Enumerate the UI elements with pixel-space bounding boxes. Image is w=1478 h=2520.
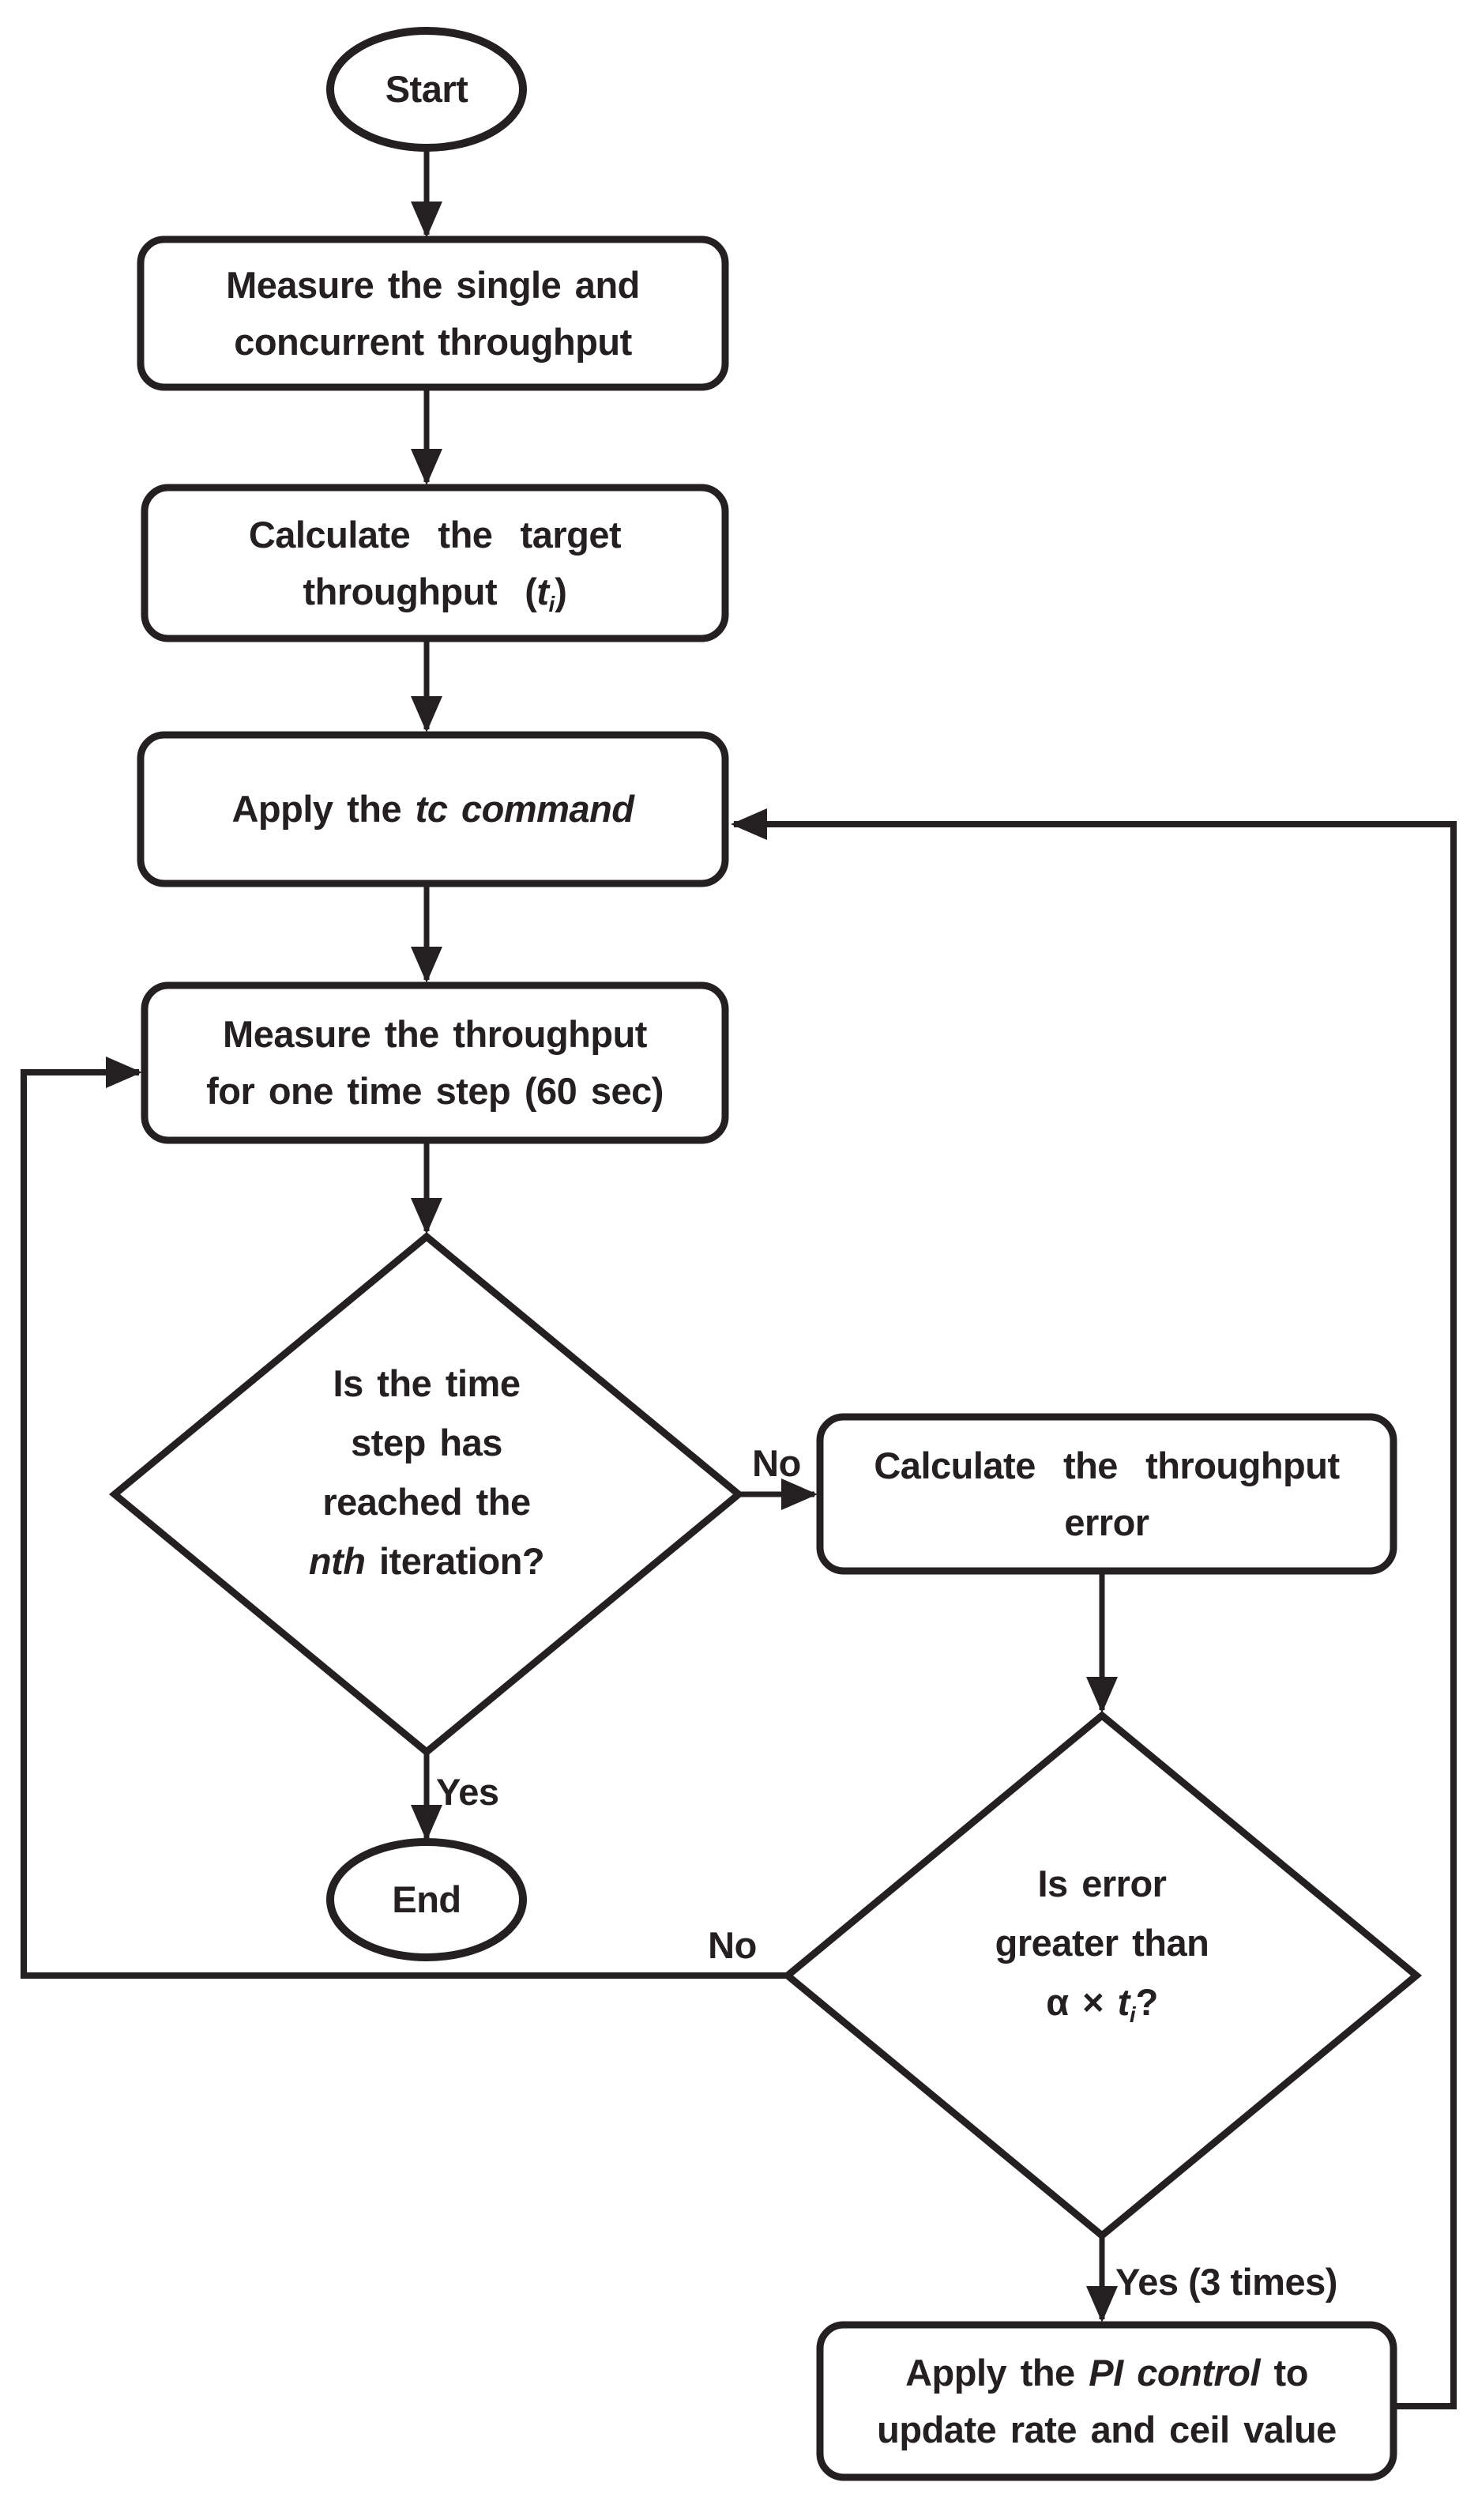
decision-iteration-nth: nth xyxy=(308,1540,366,1582)
decision-error-alpha: α × xyxy=(1046,1980,1118,2023)
calc-error-line1: Calculate the throughput xyxy=(874,1444,1340,1486)
measure-step-line2: for one time step (60 sec) xyxy=(206,1070,664,1112)
start-text: Start xyxy=(385,68,468,110)
decision-error-variable-subscript: i xyxy=(1129,2002,1136,2027)
calc-error-label: Calculate the throughput error xyxy=(820,1417,1393,1571)
start-node xyxy=(326,27,527,152)
measure-step-line1: Measure the throughput xyxy=(223,1013,647,1055)
calc-error-node xyxy=(816,1413,1397,1575)
apply-pi-control: PI control xyxy=(1089,2351,1260,2394)
edge-label-no-iteration: No xyxy=(752,1442,801,1484)
calc-target-line2-pre: throughput ( xyxy=(303,570,537,612)
apply-tc-pre: Apply the xyxy=(231,788,416,830)
calc-target-node xyxy=(141,484,729,642)
measure-initial-node xyxy=(137,235,729,391)
apply-pi-line1: Apply the PI control to xyxy=(905,2345,1308,2401)
apply-tc-line1: Apply the tc command xyxy=(231,781,634,838)
decision-error-line1: Is error xyxy=(1037,1862,1167,1904)
calc-target-line2-post: ) xyxy=(555,570,567,612)
calc-target-variable-subscript: i xyxy=(548,591,555,616)
measure-initial-line1: Measure the single and xyxy=(226,263,640,306)
calc-target-line1: Calculate the target xyxy=(248,513,622,556)
edge-label-yes-error: Yes (3 times) xyxy=(1115,2261,1337,2303)
measure-step-node xyxy=(141,981,729,1144)
decision-error-node xyxy=(781,1711,1423,2240)
start-label: Start xyxy=(330,31,523,148)
end-node xyxy=(326,1838,527,1961)
loop-no-error-to-measure-step xyxy=(21,1057,788,1979)
decision-error-line3: α × ti? xyxy=(1046,1972,1158,2032)
measure-initial-line2: concurrent throughput xyxy=(234,320,632,363)
calc-target-label: Calculate the target throughput (ti) xyxy=(145,488,725,638)
decision-iteration-line3: reached the xyxy=(322,1481,531,1523)
edge-label-no-error: No xyxy=(708,1924,757,1966)
decision-error-variable: t xyxy=(1117,1980,1130,2023)
decision-error-line2: greater than xyxy=(995,1921,1209,1964)
decision-iteration-node xyxy=(108,1232,745,1757)
measure-initial-label: Measure the single and concurrent throug… xyxy=(141,239,725,387)
apply-pi-post: to xyxy=(1260,2351,1309,2394)
apply-pi-line2: update rate and ceil value xyxy=(877,2408,1337,2450)
apply-pi-label: Apply the PI control to update rate and … xyxy=(820,2325,1393,2477)
calc-target-line2: throughput (ti) xyxy=(303,563,567,620)
measure-step-label: Measure the throughput for one time step… xyxy=(145,985,725,1140)
decision-error-line3-post: ? xyxy=(1135,1980,1159,2023)
calc-error-line2: error xyxy=(1064,1501,1149,1543)
apply-pi-pre: Apply the xyxy=(905,2351,1089,2394)
decision-iteration-label: Is the time step has reached the nth ite… xyxy=(115,1215,739,1730)
calc-target-variable: t xyxy=(536,570,549,612)
decision-iteration-line4-rest: iteration? xyxy=(365,1540,545,1582)
apply-pi-node xyxy=(816,2321,1397,2481)
decision-iteration-line2: step has xyxy=(351,1422,502,1463)
decision-iteration-line1: Is the time xyxy=(333,1362,521,1404)
end-label: End xyxy=(330,1842,523,1957)
edge-label-yes-iteration: Yes xyxy=(436,1771,499,1813)
end-text: End xyxy=(392,1878,461,1920)
apply-tc-command: tc command xyxy=(415,788,634,830)
apply-tc-label: Apply the tc command xyxy=(141,735,725,883)
decision-error-label: Is error greater than α × ti? xyxy=(788,1682,1416,2202)
apply-tc-node xyxy=(137,731,729,887)
loop-apply-pi-to-apply-tc xyxy=(731,808,1457,2409)
decision-iteration-line4: nth iteration? xyxy=(308,1531,545,1591)
